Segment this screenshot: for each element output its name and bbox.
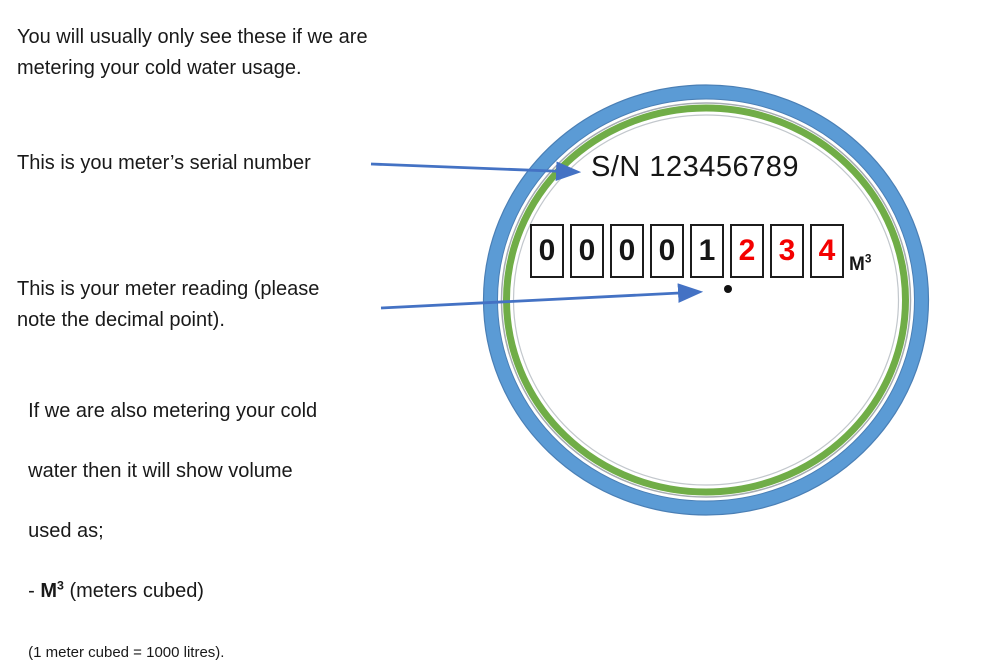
meter-digit-box: 0	[570, 224, 604, 278]
water-meter-diagram: { "annotations": { "intro": { "line1": "…	[17, 26, 930, 661]
meter-serial-number: S/N 123456789	[591, 151, 800, 183]
meter-green-ring	[503, 104, 909, 496]
meter-digit-box: 3	[770, 224, 804, 278]
meter-digit-box: 0	[650, 224, 684, 278]
cubic-meters-unit-label: M3	[849, 252, 872, 275]
meter-reading-arrow	[380, 283, 704, 310]
meter-blue-ring-outer-edge	[482, 84, 930, 516]
meter-gray-seal-ring	[500, 102, 912, 498]
meter-reading-digits: 0 0 0 0 1 2 3 4	[530, 224, 844, 278]
intro-note: You will usually only see these if we ar…	[17, 26, 368, 79]
superscript-3: 3	[57, 578, 64, 593]
meter-digit-box: 2	[730, 224, 764, 278]
litres-equivalence-note: (1 meter cubed = 1000 litres).	[28, 644, 225, 661]
superscript-3: 3	[864, 252, 872, 266]
meter-digit-box: 4	[810, 224, 844, 278]
meter-digit-box: 0	[610, 224, 644, 278]
meter-digit-box: 0	[530, 224, 564, 278]
serial-number-arrow	[370, 161, 582, 181]
meter-face	[482, 84, 930, 516]
meter-blue-ring-inner-edge	[497, 98, 915, 502]
annotation-arrows	[370, 161, 704, 310]
serial-number-label: This is you meter’s serial number	[17, 152, 311, 174]
m3-bullet-line: - M3 (meters cubed)	[28, 578, 204, 602]
volume-note: If we are also metering your cold water …	[28, 400, 318, 661]
decimal-point-dot	[724, 285, 732, 293]
meter-outer-blue-ring	[483, 85, 929, 515]
meter-digit-box: 1	[690, 224, 724, 278]
